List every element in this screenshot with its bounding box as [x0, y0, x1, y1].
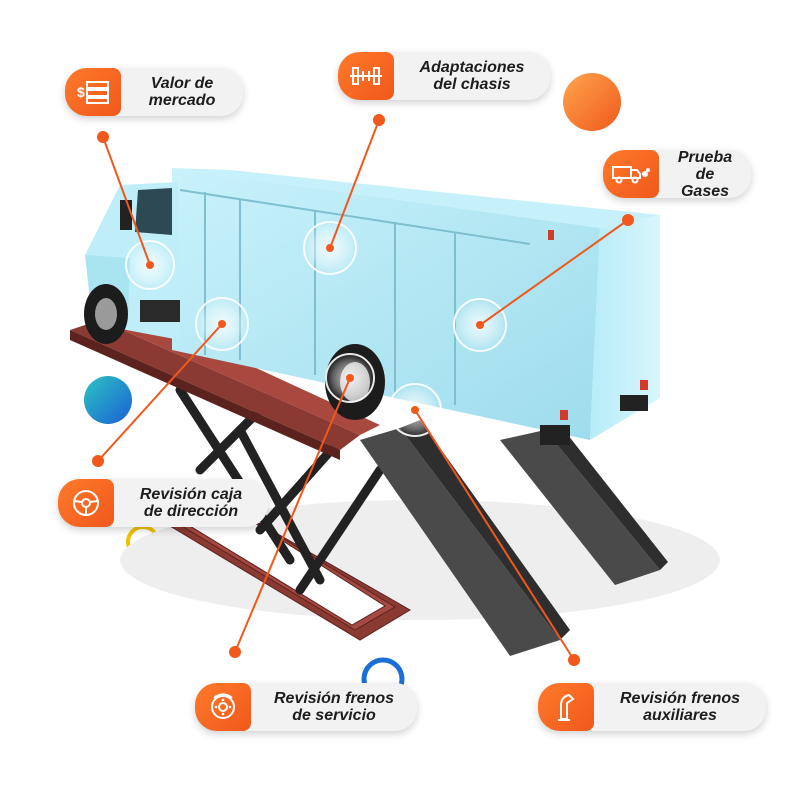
- callout-label: Adaptaciones del chasis: [419, 59, 525, 93]
- callout-label: Revisión caja de dirección: [139, 486, 243, 520]
- callout-revision-direccion: Revisión caja de dirección: [58, 479, 268, 527]
- connector-lines: [97, 119, 629, 661]
- callout-label: Revisión frenos de servicio: [273, 690, 395, 724]
- lift-platform: [70, 310, 380, 460]
- svg-text:$: $: [77, 84, 85, 100]
- callout-adaptaciones-chasis: Adaptaciones del chasis: [338, 52, 550, 100]
- connector-dots: [92, 114, 634, 666]
- ramps: [360, 420, 668, 656]
- callout-label: Valor de mercado: [148, 75, 216, 109]
- callout-revision-frenos-servicio: Revisión frenos de servicio: [195, 683, 417, 731]
- money-icon: $: [65, 68, 121, 116]
- callout-prueba-gases: Prueba de Gases: [603, 148, 751, 200]
- decor-orange-sphere: [563, 73, 621, 131]
- brake-disc-icon: [195, 683, 251, 731]
- chassis-icon: [338, 52, 394, 100]
- decor-teal-sphere: [84, 376, 132, 424]
- callout-label: Revisión frenos auxiliares: [619, 690, 741, 724]
- steering-wheel-icon: [58, 479, 114, 527]
- callout-label: Prueba de Gases: [677, 148, 733, 200]
- brake-lever-icon: [538, 683, 594, 731]
- callout-revision-frenos-auxiliares: Revisión frenos auxiliares: [538, 683, 766, 731]
- truck-box: [172, 168, 660, 445]
- callout-valor-mercado: $ Valor de mercado: [65, 68, 243, 116]
- truck-exhaust-icon: [603, 150, 659, 198]
